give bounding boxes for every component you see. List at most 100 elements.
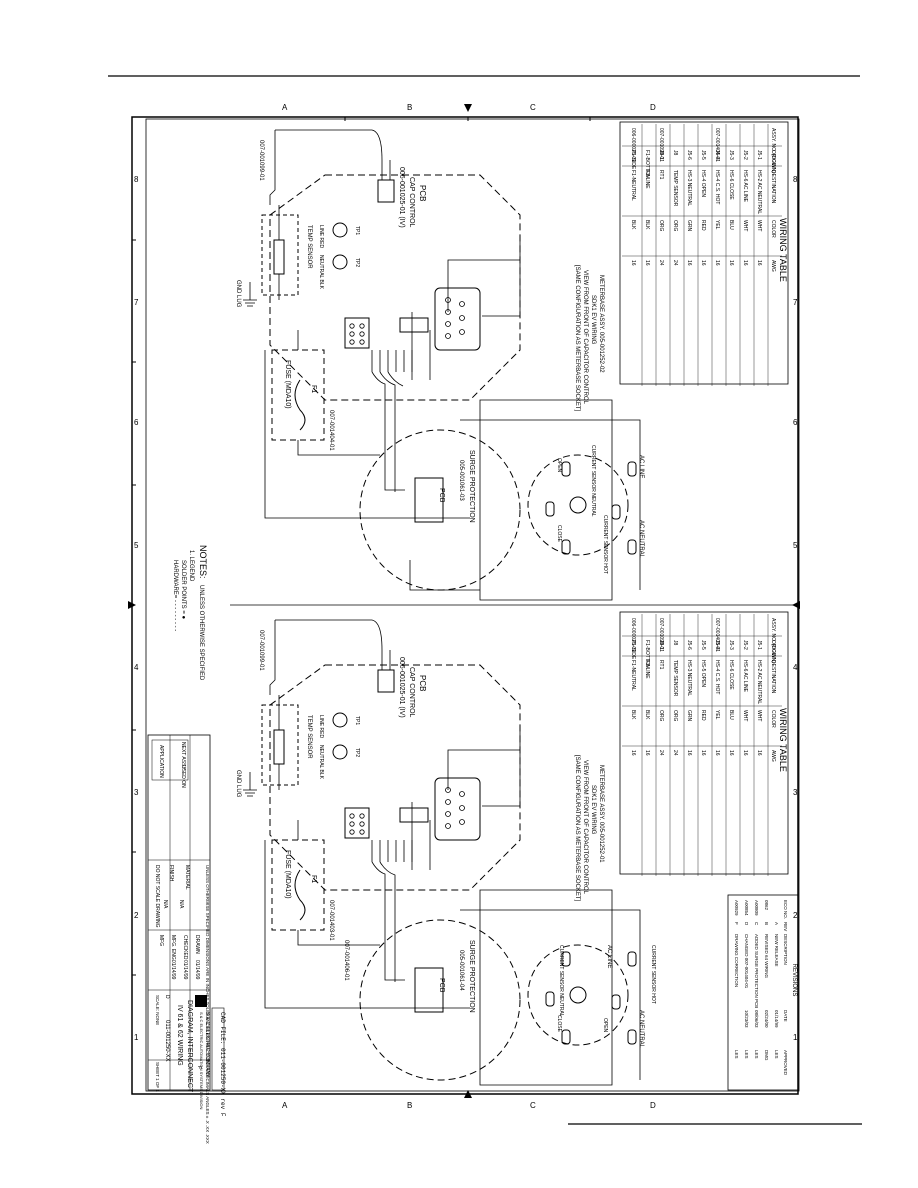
meterbase-note-top-3: VIEW FROM FRONT OF CAPACITOR CONTROL bbox=[582, 270, 588, 405]
revision-header-cell: DESCRIPTION bbox=[783, 934, 788, 965]
table-cell: J8-1 bbox=[658, 640, 664, 650]
table-cell: 007-001403-01 bbox=[714, 618, 720, 652]
term-cs-hot-top: CURRENT SENSOR HOT bbox=[602, 515, 608, 574]
table-cell: F1-LINE bbox=[644, 660, 650, 679]
revision-cell: CHANGED 007-001404-01 bbox=[744, 934, 749, 989]
j5-connector-bottom bbox=[434, 777, 481, 841]
finish-label: FINISH bbox=[168, 865, 174, 882]
table-cell: J5-6 bbox=[686, 640, 692, 650]
panel-bottom: WIRING TABLE ASSY. NO. (DOWN)ORIGINDESTI… bbox=[235, 611, 789, 1086]
term-ac-neutral-bottom: AC NEUTRAL bbox=[638, 1010, 644, 1049]
table-cell: 16 bbox=[630, 750, 636, 756]
tp1-top bbox=[332, 222, 348, 238]
table-cell: 16 bbox=[742, 260, 748, 266]
table-cell: ORG bbox=[672, 710, 678, 722]
revision-cell: 10/23/03 bbox=[744, 1010, 749, 1028]
drawing-number: 011-001250-XX bbox=[164, 1020, 170, 1062]
pcb-label-bottom-2: CAP CONTROL bbox=[408, 667, 415, 718]
table-cell: J5-5 bbox=[700, 640, 706, 650]
cable-404-top: 007-001404-01 bbox=[328, 410, 334, 451]
table-cell: F1-NEUTRAL bbox=[630, 660, 636, 691]
table-cell: WHT bbox=[742, 710, 748, 721]
table-cell: RT1 bbox=[658, 660, 664, 670]
j5-connector-top bbox=[434, 287, 481, 351]
pcb-label-bottom-3: 006-001025-01 (IV) bbox=[398, 657, 405, 718]
tp2-bottom bbox=[332, 744, 348, 760]
zone-a-bottom: A bbox=[282, 1101, 288, 1110]
notes-solder: SOLDER POINTS = ● bbox=[180, 560, 186, 620]
tp2-top bbox=[332, 254, 348, 270]
drawing-title-2: IV 61 & 62 WIRING bbox=[176, 1005, 183, 1066]
term-cs-hot-bottom: CURRENT SENSOR HOT bbox=[650, 945, 656, 1004]
wiring-table-bottom: WIRING TABLE bbox=[619, 611, 789, 875]
revision-cell: DMG bbox=[764, 1050, 769, 1061]
do-not-scale-label: DO NOT SCALE DRAWING bbox=[154, 865, 160, 928]
tp2-label-top: TP2 bbox=[354, 258, 360, 267]
table-cell: HS-6 AC LINE bbox=[742, 170, 748, 203]
revision-cell: D bbox=[744, 922, 749, 926]
revision-cell: 02/24/00 bbox=[764, 1010, 769, 1028]
surge-pcb-bottom bbox=[414, 967, 444, 1013]
company-name: S & C ELECTRIC COMPANY bbox=[204, 1012, 210, 1078]
table-cell: TEMP SENSOR bbox=[672, 660, 678, 697]
table-cell: F1-SIDE bbox=[630, 150, 636, 170]
table-cell: BLU bbox=[728, 710, 734, 720]
revision-cell: LES bbox=[734, 1050, 739, 1059]
mfg-eng-label: MFG. ENG. bbox=[170, 935, 176, 961]
term-ac-line-bottom: AC LINE bbox=[606, 945, 612, 968]
zone-3-right: 3 bbox=[793, 788, 798, 797]
meterbase-note-bottom-1: METERBASE ASSY. 005-001252-01 bbox=[598, 765, 604, 863]
table-cell: 16 bbox=[644, 750, 650, 756]
used-on-label: USED ON bbox=[180, 765, 186, 788]
table-cell: WHT bbox=[756, 710, 762, 721]
temp-sensor-label-top: TEMP SENSOR bbox=[306, 225, 312, 269]
table-header-cell: ORIGIN bbox=[770, 150, 776, 168]
panel-top: WIRING TABLE ASSY. NO. (DOWN)ORIGINDESTI… bbox=[172, 121, 789, 681]
table-cell: GRN bbox=[686, 710, 692, 722]
table-header-cell: DESTINATION bbox=[770, 660, 776, 694]
table-cell: RED bbox=[700, 710, 706, 721]
zone-d-bottom: D bbox=[650, 1101, 656, 1110]
table-cell: HS-4 C.S. HOT bbox=[714, 660, 720, 694]
table-cell: WHT bbox=[756, 220, 762, 231]
term-cs-neutral-bottom: CURRENT SENSOR NEUTRAL bbox=[558, 945, 564, 1017]
table-header-cell: DESTINATION bbox=[770, 170, 776, 204]
checked-label: CHECKED bbox=[182, 935, 188, 960]
table-cell: F1-BOTTOM bbox=[644, 640, 650, 669]
table-cell: F1-BOTTOM bbox=[644, 150, 650, 179]
table-header-cell: ASSY. NO. (DOWN) bbox=[770, 128, 776, 173]
meterbase-socket-top bbox=[527, 454, 629, 556]
wiring-table-title-bottom: WIRING TABLE bbox=[778, 708, 788, 772]
term-close-bottom: CLOSE bbox=[556, 1015, 562, 1033]
table-cell: F1-LINE bbox=[644, 170, 650, 189]
table-cell: 16 bbox=[644, 260, 650, 266]
zone-7-right: 7 bbox=[793, 298, 798, 307]
j8-connector-top bbox=[377, 179, 395, 203]
table-cell: TEMP SENSOR bbox=[672, 170, 678, 207]
table-header-cell: ASSY. NO. (DOWN) bbox=[770, 618, 776, 663]
revision-cell: F bbox=[734, 922, 739, 925]
table-cell: HS-5 OPEN bbox=[700, 660, 706, 687]
zone-8-left: 8 bbox=[134, 175, 139, 184]
notes-subtitle: UNLESS OTHERWISE SPECIFIED bbox=[198, 585, 204, 681]
sheet-label: SHEET 1 OF 1 bbox=[155, 1062, 160, 1092]
notes-item1: 1. LEGEND bbox=[188, 550, 194, 582]
surge-part-bottom: 005-001061-04 bbox=[458, 950, 464, 991]
zone-c-bottom: C bbox=[530, 1101, 536, 1110]
temp-sensor-box-top bbox=[261, 214, 299, 296]
table-header-cell: COLOR bbox=[770, 220, 776, 238]
line-red-bottom: LINE RED bbox=[318, 715, 324, 738]
revision-cell: A00854 bbox=[744, 900, 749, 916]
table-cell: ORG bbox=[658, 710, 664, 722]
table-cell: 16 bbox=[714, 750, 720, 756]
surge-pcb-top bbox=[414, 477, 444, 523]
meterbase-note-top-1: METERBASE ASSY. 005-001252-02 bbox=[598, 275, 604, 373]
table-cell: ORG bbox=[658, 220, 664, 232]
fuse-box-bottom bbox=[271, 839, 325, 931]
meterbase-note-top-2: SDK1 EV WIRING bbox=[590, 295, 596, 345]
table-cell: J5-3 bbox=[728, 150, 734, 160]
table-cell: HS-4 C.S. HOT bbox=[714, 170, 720, 204]
table-cell: 16 bbox=[742, 750, 748, 756]
table-header-cell: AWG bbox=[770, 750, 776, 762]
tolerance-note: UNLESS OTHERWISE SPECIFIED DIMENSIONS AR… bbox=[205, 865, 210, 1144]
